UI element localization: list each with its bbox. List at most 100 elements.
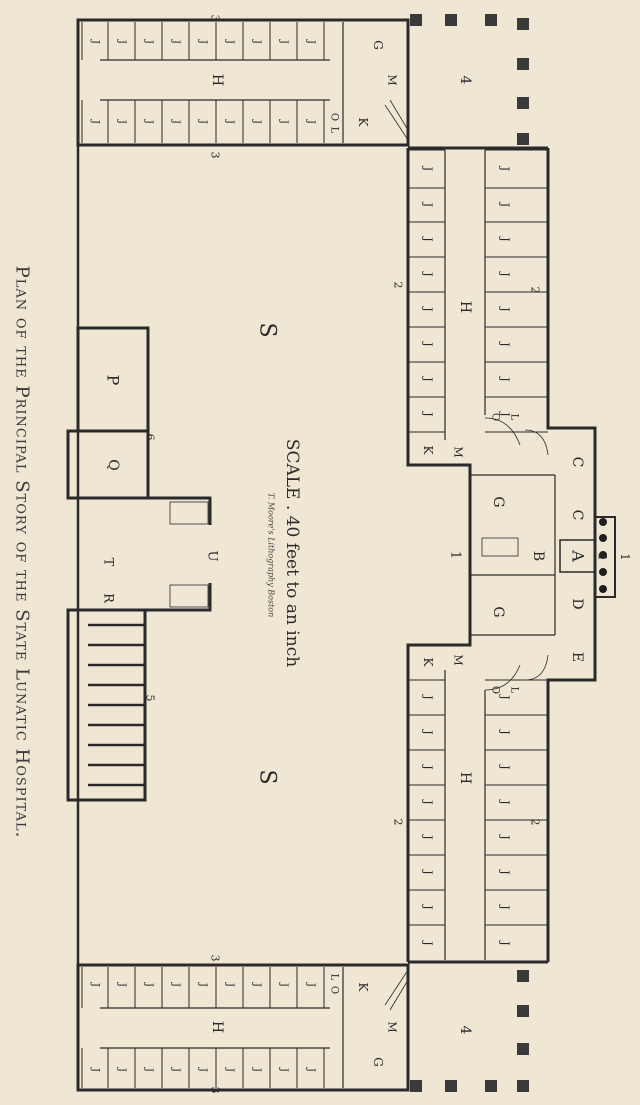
label-j: J: [499, 940, 512, 945]
portico-column: [599, 568, 607, 576]
label-j: J: [170, 39, 181, 44]
label-s: S: [255, 769, 280, 784]
label-e: E: [569, 652, 585, 662]
label-k: K: [421, 658, 435, 668]
window-pier: [485, 14, 497, 26]
number-6: 6: [144, 434, 157, 441]
label-l: L: [509, 687, 520, 694]
label-j: J: [305, 1067, 316, 1072]
window-pier: [517, 970, 529, 982]
label-h: H: [457, 772, 473, 784]
lithographer-text: T. Moore's Lithography Boston: [266, 492, 276, 618]
window-pier: [410, 1080, 422, 1092]
number-2: 2: [392, 819, 405, 826]
number-3: 3: [209, 955, 222, 962]
label-l: L: [329, 974, 340, 981]
label-j: J: [499, 341, 512, 346]
label-o: O: [490, 686, 501, 694]
window-pier: [517, 1080, 529, 1092]
number-2: 2: [392, 282, 405, 289]
label-j: J: [90, 1067, 101, 1072]
label-j: J: [197, 982, 208, 987]
label-j: J: [143, 119, 154, 124]
window-pier: [517, 97, 529, 109]
window-pier: [517, 133, 529, 145]
label-m: M: [386, 74, 399, 85]
label-j: J: [143, 39, 154, 44]
rear-corridor-wall: [406, 148, 472, 962]
label-s: S: [255, 322, 280, 337]
label-j: J: [197, 119, 208, 124]
label-d-portico: d: [596, 552, 609, 559]
label-j: J: [251, 39, 262, 44]
number-3: 3: [209, 152, 222, 159]
label-k: K: [421, 446, 435, 456]
window-pier: [410, 14, 422, 26]
label-j: J: [422, 764, 435, 769]
window-pier: [445, 1080, 457, 1092]
room-labels: J J J J J J J J J J J J J J J J J J J J J J J J J J J J J J J J J J J J J J J J…: [90, 15, 633, 1094]
label-j: J: [499, 729, 512, 734]
label-g: G: [371, 1057, 385, 1067]
label-j: J: [305, 39, 316, 44]
label-j: J: [499, 834, 512, 839]
number-2: 2: [529, 287, 542, 294]
number-1: 1: [448, 551, 463, 559]
label-j: J: [422, 341, 435, 346]
label-j: J: [422, 904, 435, 909]
label-j: J: [499, 236, 512, 241]
window-piers: [410, 14, 529, 1092]
label-c: C: [569, 510, 585, 521]
label-j: J: [422, 271, 435, 276]
lower-wing: [76, 963, 410, 1092]
number-4: 4: [457, 1026, 473, 1035]
portico-column: [599, 518, 607, 526]
label-j: J: [499, 694, 512, 699]
label-j: J: [422, 869, 435, 874]
window-pier: [445, 14, 457, 26]
label-m: M: [386, 1021, 399, 1032]
label-j: J: [143, 982, 154, 987]
label-d: D: [569, 598, 585, 609]
label-j: J: [422, 236, 435, 241]
label-g: G: [371, 40, 385, 50]
label-j: J: [422, 202, 435, 207]
label-h: H: [209, 74, 225, 86]
label-j: J: [422, 376, 435, 381]
label-j: J: [499, 869, 512, 874]
label-q: Q: [105, 459, 121, 470]
label-o: O: [329, 113, 340, 121]
label-j: J: [116, 39, 127, 44]
window-pier: [517, 18, 529, 30]
label-g: G: [490, 606, 506, 617]
label-j: J: [422, 306, 435, 311]
label-l: L: [329, 127, 340, 134]
label-b: B: [530, 551, 546, 561]
window-pier: [485, 1080, 497, 1092]
label-j: J: [278, 1067, 289, 1072]
label-j: J: [422, 834, 435, 839]
scale-text: SCALE . 40 feet to an inch: [282, 438, 302, 668]
label-g: G: [490, 496, 506, 507]
label-j: J: [90, 982, 101, 987]
label-j: J: [197, 39, 208, 44]
cell-partitions: [81, 22, 548, 1088]
label-j: J: [251, 119, 262, 124]
label-j: J: [499, 411, 512, 416]
label-j: J: [499, 904, 512, 909]
label-c: C: [569, 457, 585, 468]
label-j: J: [499, 306, 512, 311]
label-j: J: [422, 799, 435, 804]
window-pier: [517, 1043, 529, 1055]
label-o: O: [490, 413, 501, 421]
label-j: J: [170, 1067, 181, 1072]
label-j: J: [224, 119, 235, 124]
label-j: J: [422, 940, 435, 945]
label-j: J: [422, 166, 435, 171]
portico-column: [599, 585, 607, 593]
label-j: J: [278, 119, 289, 124]
label-j: J: [251, 982, 262, 987]
label-j: J: [143, 1067, 154, 1072]
label-h: H: [209, 1021, 225, 1033]
label-j: J: [305, 982, 316, 987]
